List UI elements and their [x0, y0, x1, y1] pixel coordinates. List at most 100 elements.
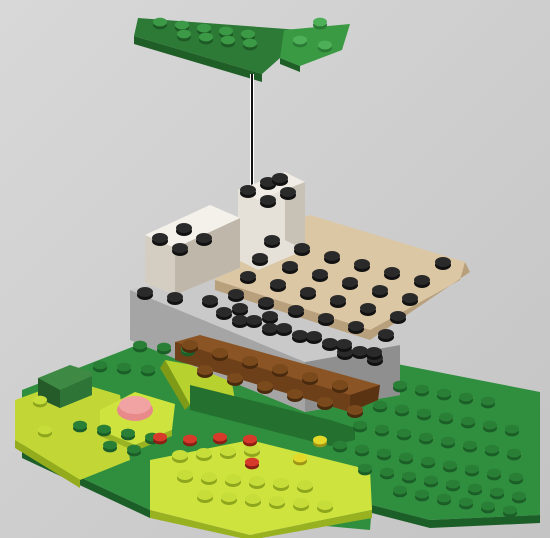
stud-top — [196, 233, 212, 243]
stud-top — [152, 233, 168, 243]
stud-top — [153, 18, 167, 27]
stud-top — [397, 429, 411, 438]
stud-top — [485, 445, 499, 454]
stud-top — [182, 340, 198, 350]
stud-top — [441, 437, 455, 446]
stud-top — [225, 474, 241, 484]
stud-top — [172, 450, 188, 460]
stud-top — [220, 446, 236, 456]
stud-top — [276, 323, 292, 333]
stud-top — [509, 473, 523, 482]
stud-top — [241, 30, 255, 39]
stud-top — [292, 330, 308, 340]
stud-top — [446, 480, 460, 489]
stud-top — [342, 277, 358, 287]
stud-top — [197, 24, 211, 33]
stud-top — [183, 435, 197, 444]
stud-top — [414, 275, 430, 285]
stud-top — [393, 486, 407, 495]
stud-top — [221, 36, 235, 45]
stud-top — [282, 261, 298, 271]
stud-top — [221, 492, 237, 502]
stud-top — [153, 433, 167, 442]
stud-top — [415, 490, 429, 499]
stud-top — [262, 311, 278, 321]
stud-top — [197, 365, 213, 375]
stud-top — [260, 195, 276, 205]
stud-top — [481, 502, 495, 511]
stud-top — [202, 295, 218, 305]
stud-top — [228, 289, 244, 299]
stud-top — [199, 33, 213, 42]
stud-top — [157, 343, 171, 352]
stud-top — [399, 453, 413, 462]
stud-top — [437, 494, 451, 503]
stud-top — [167, 292, 183, 302]
stud-top — [465, 465, 479, 474]
stud-top — [417, 409, 431, 418]
stud-top — [232, 315, 248, 325]
stud-top — [293, 498, 309, 508]
stud-top — [232, 303, 248, 313]
stud-top — [176, 223, 192, 233]
stud-top — [293, 454, 307, 463]
stud-top — [73, 421, 87, 430]
stud-top — [273, 478, 289, 488]
stud-top — [481, 397, 495, 406]
stud-top — [243, 435, 257, 444]
stud-top — [352, 346, 368, 356]
stud-top — [313, 18, 327, 27]
stud-top — [336, 339, 352, 349]
stud-top — [318, 41, 332, 50]
stud-top — [201, 472, 217, 482]
stud-top — [312, 269, 328, 279]
stud-top — [317, 397, 333, 407]
stud-top — [424, 476, 438, 485]
stud-top — [402, 293, 418, 303]
stud-top — [512, 492, 526, 501]
stud-top — [347, 405, 363, 415]
stud-top — [324, 251, 340, 261]
stud-top — [197, 490, 213, 500]
stud-top — [269, 496, 285, 506]
stud-top — [213, 433, 227, 442]
stud-top — [297, 480, 313, 490]
stud-top — [487, 469, 501, 478]
stud-top — [377, 449, 391, 458]
stud-top — [393, 381, 407, 390]
stud-top — [353, 421, 367, 430]
stud-top — [461, 417, 475, 426]
stud-top — [264, 235, 280, 245]
stud-top — [258, 297, 274, 307]
stud-top — [366, 347, 382, 357]
stud-top — [318, 313, 334, 323]
stud-top — [435, 257, 451, 267]
stud-top — [272, 364, 288, 374]
stud-top — [294, 243, 310, 253]
stud-top — [262, 323, 278, 333]
stud-top — [257, 381, 273, 391]
stud-top — [137, 287, 153, 297]
stud-top — [175, 21, 189, 30]
stud-top — [490, 488, 504, 497]
stud-top — [313, 436, 327, 445]
stud-top — [348, 321, 364, 331]
stud-top — [97, 425, 111, 434]
stud-top — [242, 356, 258, 366]
stud-top — [272, 173, 288, 183]
stud-top — [358, 464, 372, 473]
stud-top — [293, 36, 307, 45]
stud-top — [38, 426, 52, 435]
stud-top — [439, 413, 453, 422]
stud-top — [332, 380, 348, 390]
stud-top — [372, 285, 388, 295]
stud-top — [300, 287, 316, 297]
stud-top — [243, 39, 257, 48]
stud-top — [373, 401, 387, 410]
stud-top — [390, 311, 406, 321]
stud-top — [378, 329, 394, 339]
stud-top — [330, 295, 346, 305]
stud-top — [354, 259, 370, 269]
stud-top — [333, 441, 347, 450]
